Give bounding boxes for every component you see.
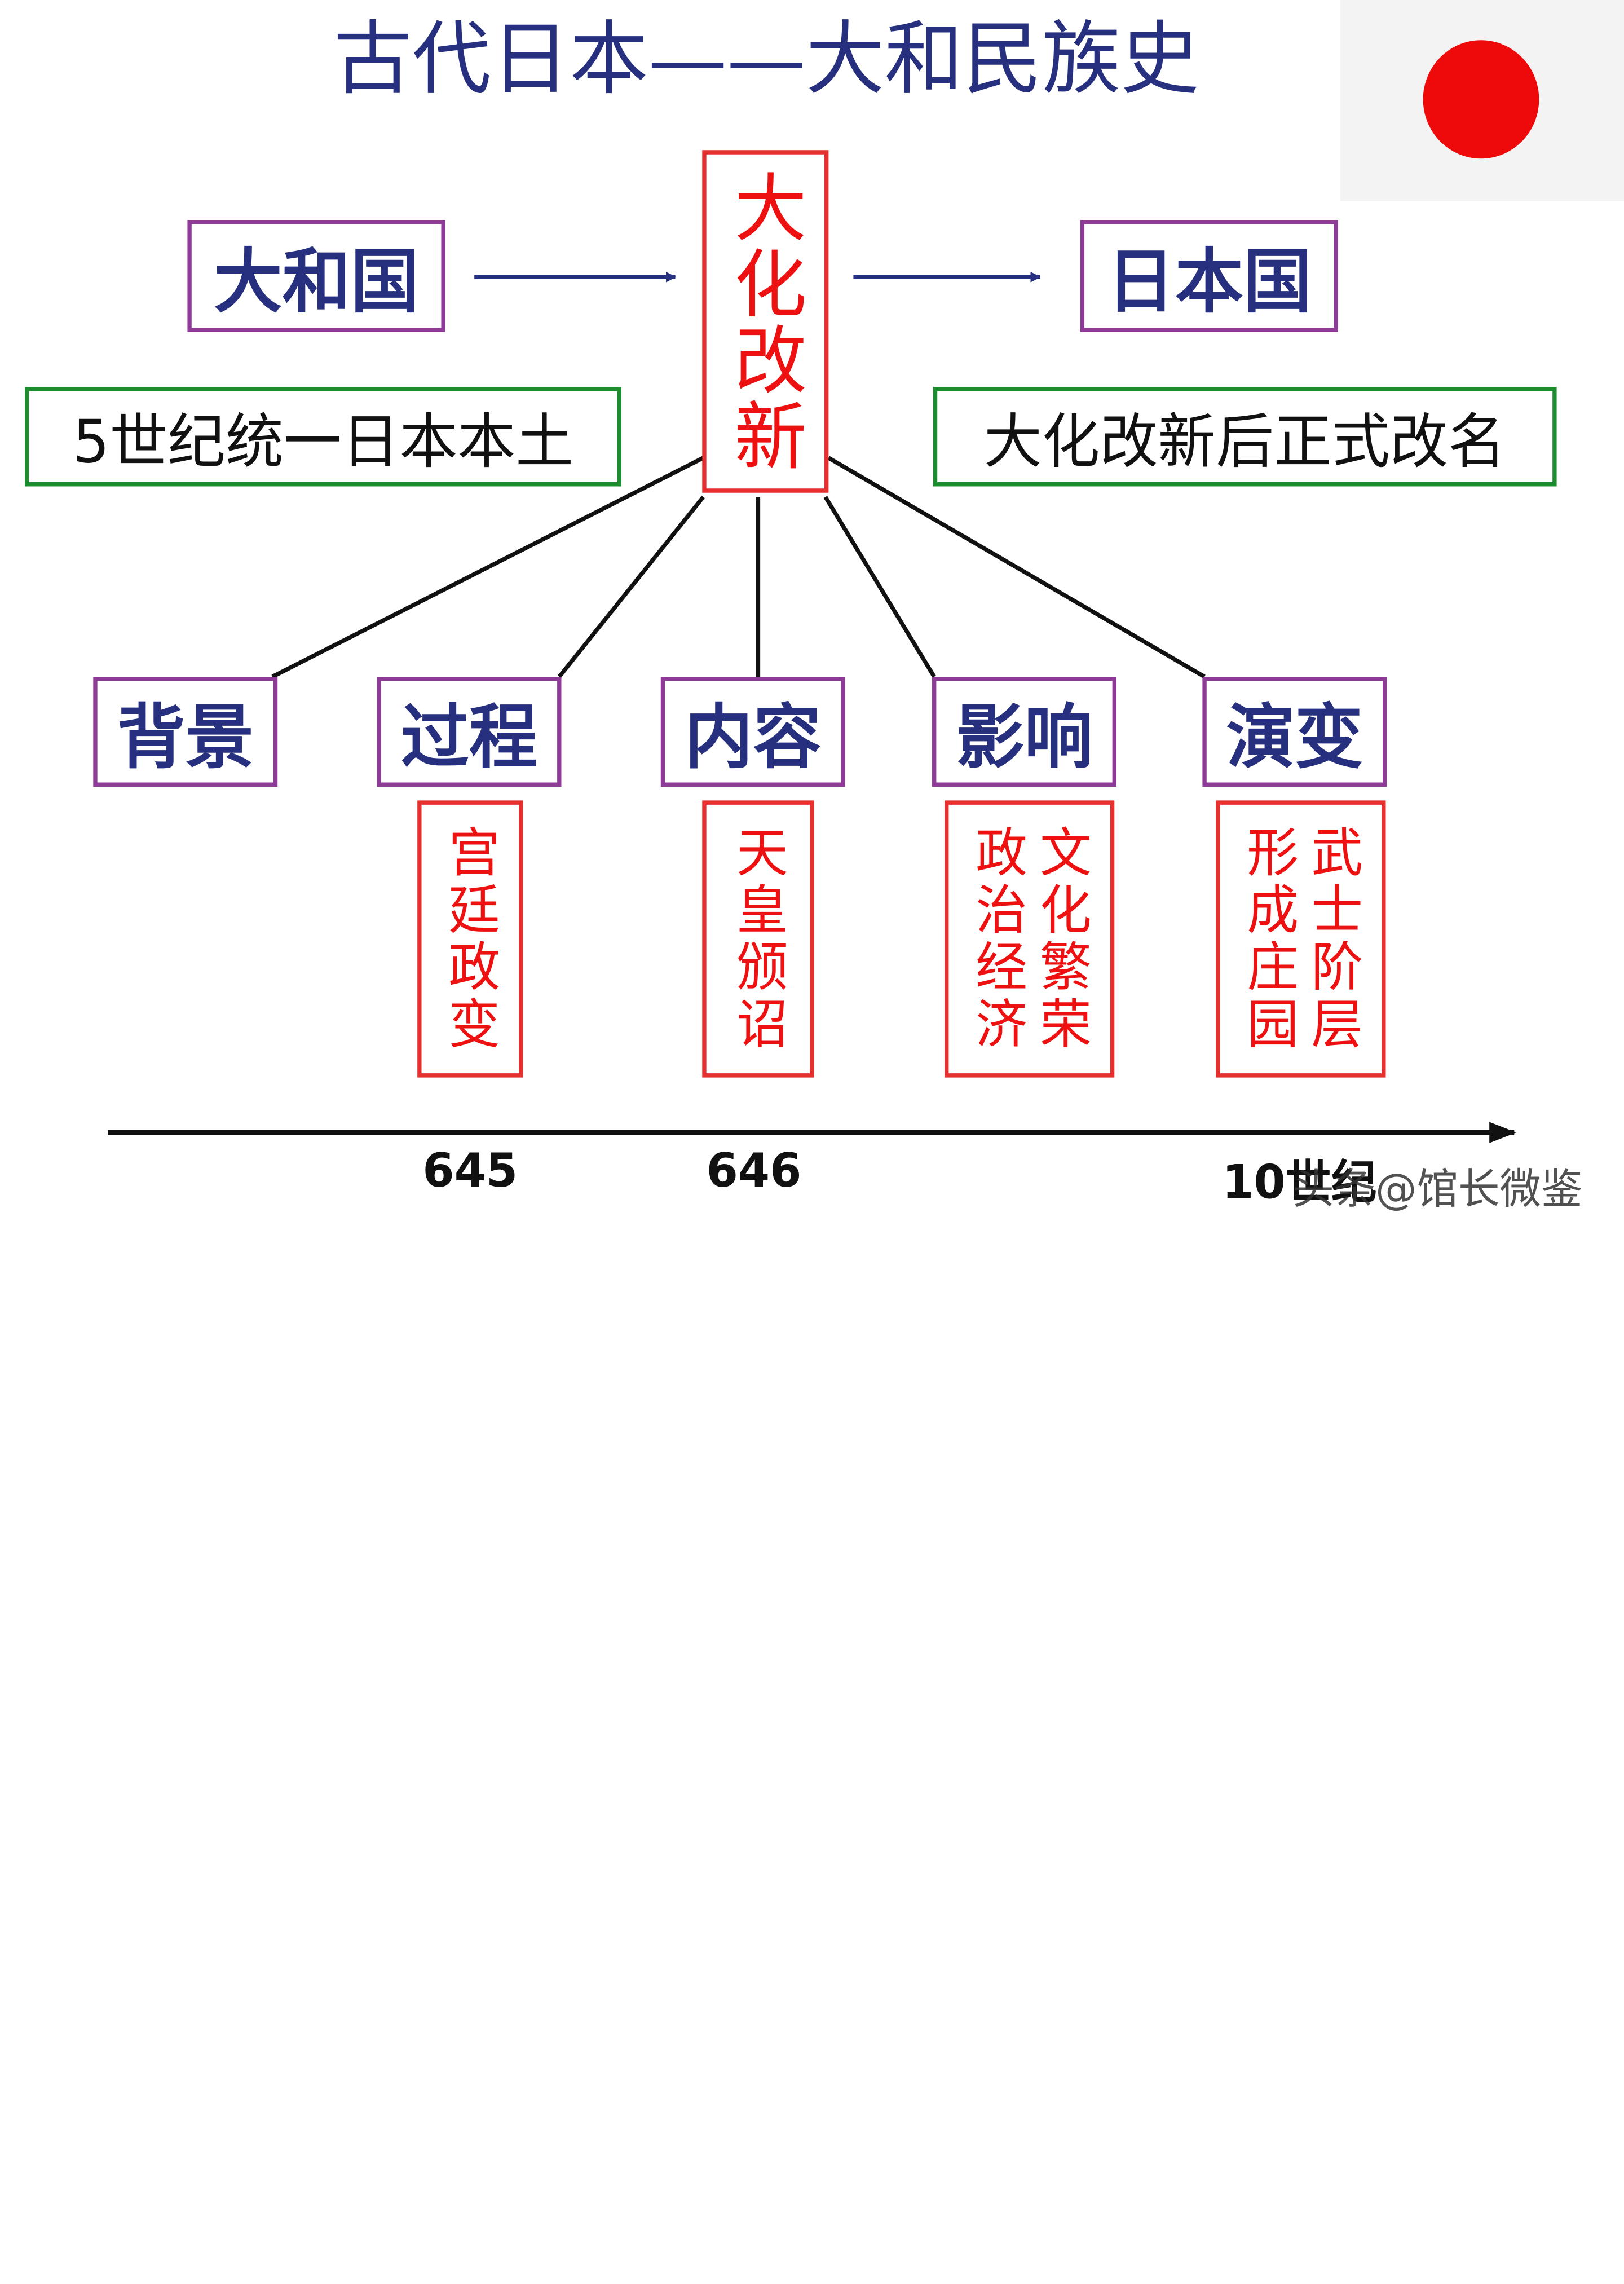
branch-label: 内容 bbox=[685, 696, 822, 778]
branch-content-box: 内容 bbox=[660, 677, 845, 787]
branch-label: 影响 bbox=[956, 696, 1093, 778]
detail-evolution-box: 形成庄园 武士阶层 bbox=[1216, 800, 1386, 1078]
detail-process-box: 宫廷政变 bbox=[417, 800, 523, 1078]
detail-process-text: 宫廷政变 bbox=[440, 824, 501, 1053]
timeline-year-646: 646 bbox=[706, 1144, 802, 1198]
left-note-text: 5世纪统一日本本土 bbox=[72, 407, 574, 477]
right-note-box: 大化改新后正式改名 bbox=[933, 387, 1557, 487]
japan-state-label: 日本国 bbox=[1106, 241, 1312, 323]
right-note-text: 大化改新后正式改名 bbox=[983, 407, 1506, 477]
taika-reform-box: 大化改新 bbox=[702, 150, 829, 493]
source-watermark: 头条@馆长微鉴 bbox=[1292, 1165, 1583, 1214]
japan-flag-icon bbox=[1340, 0, 1624, 201]
branch-label: 背景 bbox=[117, 696, 254, 778]
yamato-state-label: 大和国 bbox=[214, 241, 419, 323]
connector-evolution bbox=[827, 456, 1206, 679]
branch-label: 演变 bbox=[1226, 696, 1363, 778]
connector-impact bbox=[823, 496, 936, 678]
diagram-scene: 古代日本——大和民族史 大和国 大化改新 日本国 5世纪统一日本本土 大化改新后… bbox=[25, 0, 1624, 1214]
taika-reform-label: 大化改新 bbox=[722, 169, 807, 474]
yamato-state-box: 大和国 bbox=[187, 220, 445, 332]
detail-content-box: 天皇颁诏 bbox=[702, 800, 814, 1078]
timeline-year-10th-century: 10世纪 bbox=[1222, 1156, 1377, 1210]
connector-process bbox=[557, 495, 705, 678]
branch-impact-box: 影响 bbox=[932, 677, 1116, 787]
page-title: 古代日本——大和民族史 bbox=[333, 11, 1199, 106]
branch-process-box: 过程 bbox=[377, 677, 562, 787]
branch-background-box: 背景 bbox=[93, 677, 278, 787]
detail-content-text: 天皇颁诏 bbox=[728, 824, 788, 1053]
flag-sun bbox=[1423, 40, 1539, 159]
detail-evolution-col-2: 武士阶层 bbox=[1303, 824, 1363, 1053]
detail-impact-box: 政治经济 文化繁荣 bbox=[945, 800, 1115, 1078]
left-note-box: 5世纪统一日本本土 bbox=[25, 387, 622, 487]
detail-impact-col-1: 政治经济 bbox=[967, 824, 1028, 1053]
timeline-year-645: 645 bbox=[422, 1144, 518, 1198]
branch-label: 过程 bbox=[400, 696, 538, 778]
detail-impact-col-2: 文化繁荣 bbox=[1031, 824, 1092, 1053]
detail-evolution-col-1: 形成庄园 bbox=[1238, 824, 1299, 1053]
connector-background bbox=[271, 456, 704, 679]
branch-evolution-box: 演变 bbox=[1202, 677, 1387, 787]
connector-layer bbox=[108, 271, 1516, 1143]
japan-state-box: 日本国 bbox=[1080, 220, 1339, 332]
